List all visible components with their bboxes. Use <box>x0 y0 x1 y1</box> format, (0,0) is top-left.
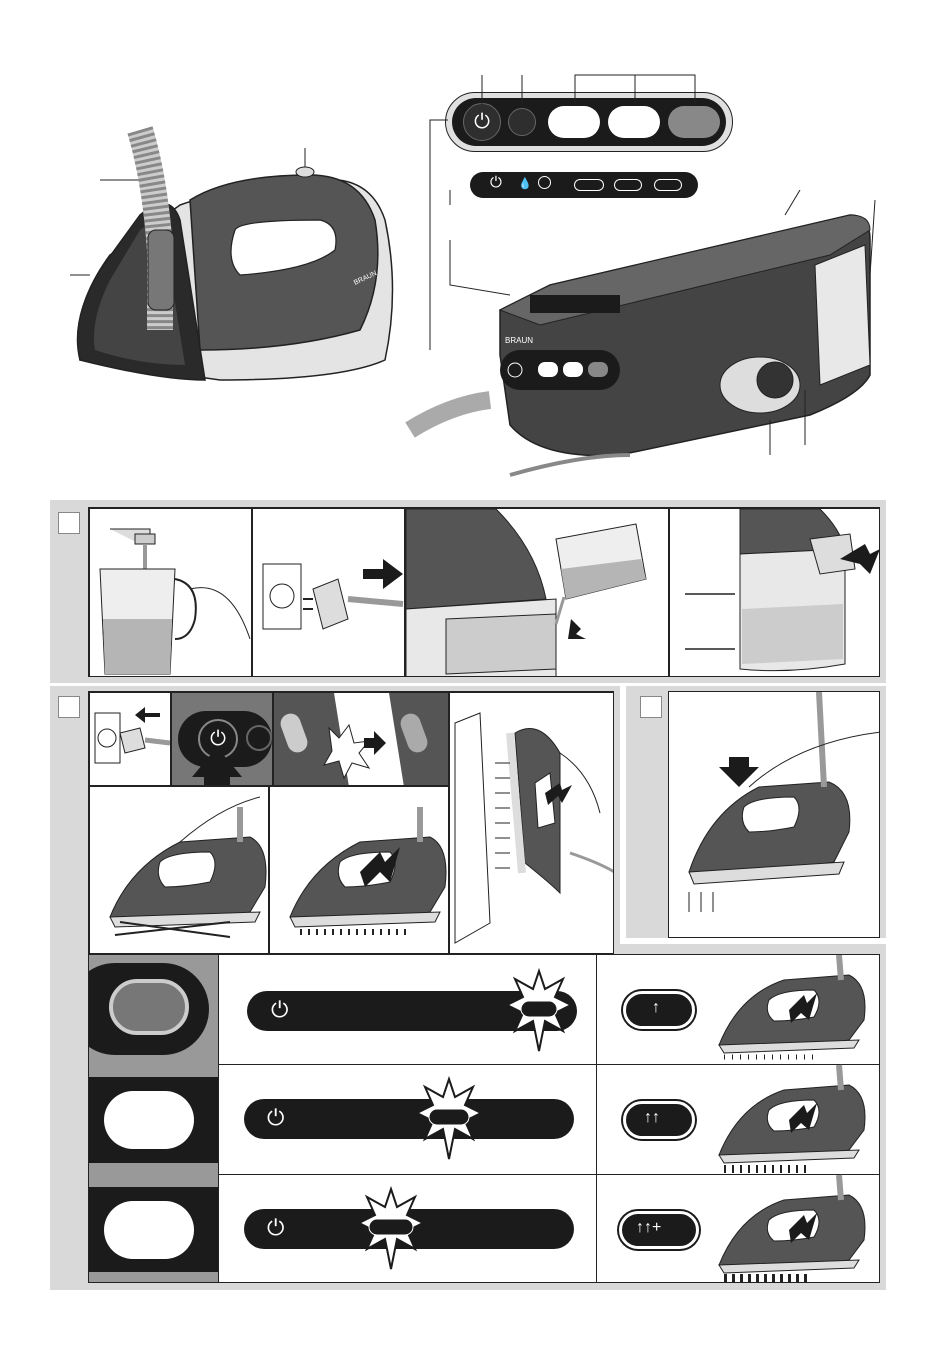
iron-overview: BRAUN <box>40 80 460 500</box>
light-flash-cell <box>273 692 449 786</box>
vertical-steaming-cell <box>449 692 614 954</box>
press-power-cell: ⏻ <box>171 692 273 786</box>
iron-level-1-illustration <box>709 955 879 1065</box>
indicator-bar-2 <box>244 1099 574 1139</box>
steam-row-1: ⏻ ↑ <box>89 955 880 1065</box>
steam-row-2: ⏻ ↑↑ <box>89 1065 880 1175</box>
flash-burst-icon-1 <box>507 971 571 1051</box>
iron-no-steam-cell <box>89 786 269 954</box>
iron-steam-cell <box>269 786 449 954</box>
press-arrow-icon <box>192 747 242 786</box>
fill-jug-cell <box>89 508 252 677</box>
button-closeup-3 <box>89 1175 219 1283</box>
tank-illustration <box>670 509 880 677</box>
close-tank-cell <box>669 508 880 677</box>
operation-frame: ⏻ <box>88 691 614 954</box>
plug-illustration <box>253 509 405 677</box>
steam-pill-icon-1: ↑ <box>652 999 660 1017</box>
iron-no-steam-illustration <box>90 787 269 954</box>
indicator-power-icon-3: ⏻ <box>267 1215 284 1241</box>
steam-level-3-closeup-button[interactable] <box>104 1201 194 1259</box>
flash-burst-icon-3 <box>359 1189 423 1269</box>
indicator-panel-3: ⏻ <box>219 1175 597 1283</box>
steam-level-1-closeup-button[interactable] <box>109 979 189 1035</box>
steam-burst-frame <box>668 691 880 938</box>
pour-illustration <box>406 509 669 677</box>
steam-level-2-closeup-button[interactable] <box>104 1091 194 1149</box>
svg-text:BRAUN: BRAUN <box>505 336 533 345</box>
iron-level-3-illustration <box>709 1175 879 1283</box>
overview-illustration: BRAUN ⏻ ⏻ 💧 BRAUN <box>0 0 928 495</box>
button-closeup-1 <box>89 955 219 1065</box>
iron-level-2-illustration <box>709 1065 879 1175</box>
operation-step-marker <box>58 696 80 718</box>
pour-water-cell <box>405 508 669 677</box>
filling-step-marker <box>58 512 80 534</box>
vertical-steam-step-marker <box>640 696 662 718</box>
decalc-press-icon <box>246 725 272 751</box>
steam-station-base: BRAUN <box>430 185 870 485</box>
vertical-steam-illustration <box>450 693 614 954</box>
steam-burst-illustration <box>669 692 880 938</box>
indicator-power-icon-1: ⏻ <box>271 997 288 1023</box>
indicator-panel-2: ⏻ <box>219 1065 597 1175</box>
steam-settings-table: ⏻ ↑ ⏻ <box>88 954 880 1283</box>
indicator-panel-1: ⏻ <box>219 955 597 1065</box>
steam-row-3: ⏻ ↑↑+ <box>89 1175 880 1283</box>
control-panel-leaders <box>430 70 730 150</box>
filling-frame <box>88 507 880 677</box>
flash-burst-icon-2 <box>417 1079 481 1159</box>
steam-pill-icon-3: ↑↑+ <box>636 1219 661 1237</box>
unplug-cell <box>252 508 405 677</box>
button-closeup-2 <box>89 1065 219 1175</box>
unplug-wall-cell <box>89 692 171 786</box>
wall-plug-illustration <box>90 693 171 786</box>
indicator-power-icon-2: ⏻ <box>267 1105 284 1131</box>
flash-illustration <box>274 693 449 786</box>
tap-jug-illustration <box>90 509 252 677</box>
steam-pill-icon-2: ↑↑ <box>644 1109 660 1127</box>
iron-steam-illustration <box>270 787 449 954</box>
